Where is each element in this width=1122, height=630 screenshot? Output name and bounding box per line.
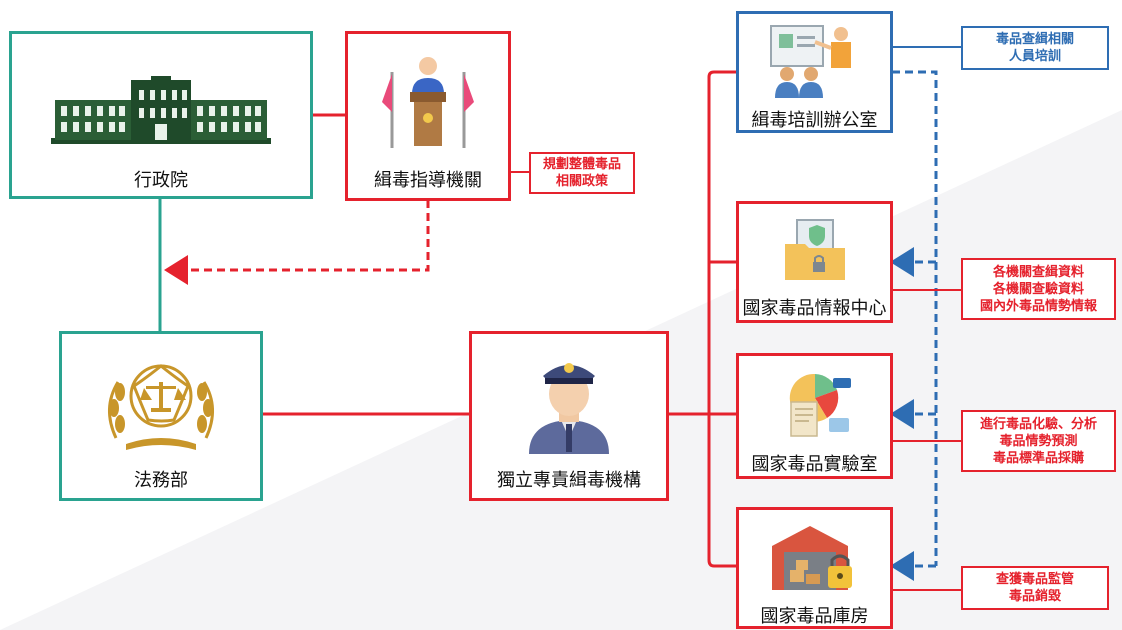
node-independent-agency: 獨立專責緝毒機構 [469,331,669,501]
ministry-emblem-icon [108,364,214,450]
note-line: 規劃整體毒品 [542,157,621,172]
secure-folder-icon [784,219,845,280]
note-line: 毒品查緝相關 [995,32,1074,47]
node-training-office: 緝毒培訓辦公室 [736,11,893,133]
training-dashed-line [892,70,938,566]
note-line: 毒品標準品採購 [992,450,1084,466]
node-intel-center: 國家毒品情報中心 [736,201,893,323]
podium-speaker-icon [382,57,474,148]
note-policy: 規劃整體毒品 相關政策 [529,152,635,194]
node-label: 緝毒指導機關 [374,170,482,191]
note-intel: 各機關查緝資料 各機關查驗資料 國內外毒品情勢情報 [961,258,1116,320]
note-lab: 進行毒品化驗、分析 毒品情勢預測 毒品標準品採購 [961,410,1116,472]
link-guidance-dashed [164,200,430,285]
note-warehouse: 查獲毒品監管 毒品銷毀 [961,566,1109,610]
note-line: 查獲毒品監管 [995,572,1074,587]
node-warehouse: 國家毒品庫房 [736,507,893,629]
node-label: 法務部 [134,470,188,491]
note-line: 進行毒品化驗、分析 [979,416,1097,432]
node-label: 緝毒培訓辦公室 [751,110,878,131]
node-label: 獨立專責緝毒機構 [497,470,641,491]
government-building-icon [51,76,271,144]
node-drug-guidance: 緝毒指導機關 [345,31,511,201]
training-presentation-icon [769,25,851,98]
note-line: 人員培訓 [1008,49,1061,64]
node-label: 國家毒品實驗室 [751,454,878,475]
node-label: 國家毒品庫房 [760,606,869,627]
node-justice: 法務部 [59,331,263,501]
node-label: 行政院 [134,170,188,191]
note-line: 毒品情勢預測 [999,433,1078,449]
locked-warehouse-icon [771,526,852,590]
note-line: 各機關查驗資料 [992,281,1084,297]
note-line: 國內外毒品情勢情報 [979,298,1097,314]
note-line: 相關政策 [555,174,608,189]
note-line: 各機關查緝資料 [992,264,1084,280]
node-lab: 國家毒品實驗室 [736,353,893,479]
note-training: 毒品查緝相關 人員培訓 [961,26,1109,70]
police-officer-icon [529,363,609,454]
node-label: 國家毒品情報中心 [742,298,887,319]
trunk-line [707,70,737,568]
note-line: 毒品銷毀 [1008,589,1061,604]
node-executive-yuan: 行政院 [9,31,313,199]
analytics-report-icon [789,373,851,437]
